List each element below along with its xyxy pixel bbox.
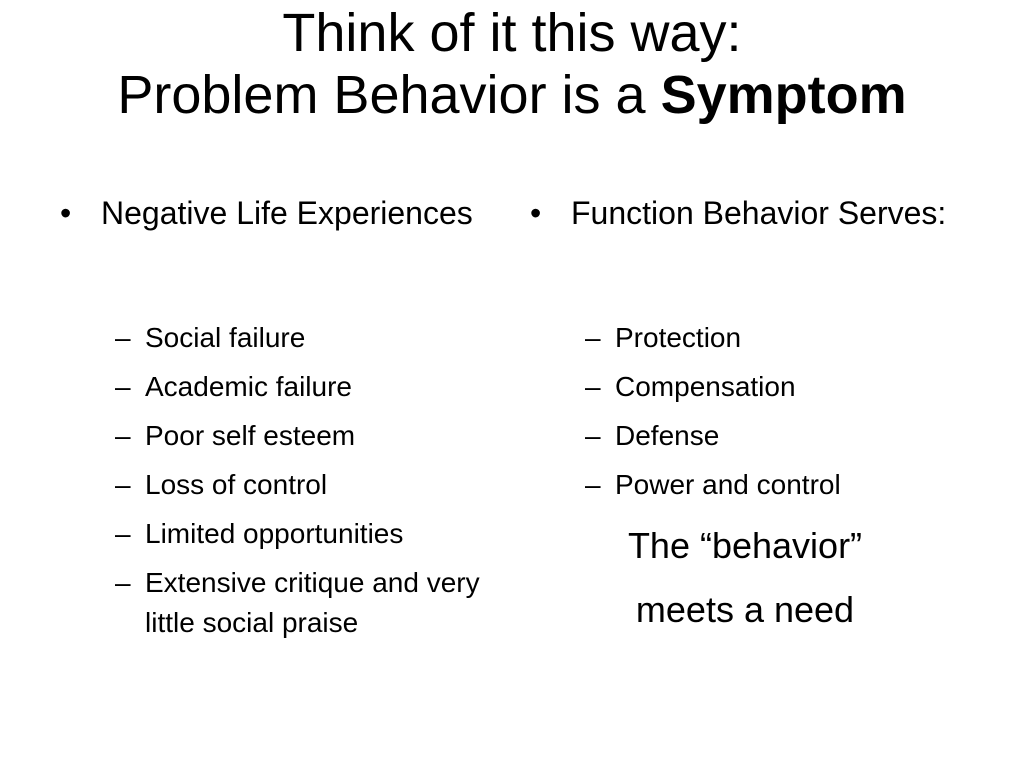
list-item-text: Extensive critique and very little socia… (145, 567, 480, 638)
right-sublist: – Protection – Compensation – Defense – … (530, 318, 950, 505)
list-item: – Protection (585, 318, 950, 358)
list-item-text: Protection (615, 322, 742, 353)
list-item-text: Compensation (615, 371, 796, 402)
callout-line-2: meets a need (635, 589, 855, 630)
dash-marker: – (115, 322, 131, 353)
list-item: – Loss of control (115, 465, 500, 505)
bullet-marker: • (60, 195, 72, 231)
list-item: – Defense (585, 416, 950, 456)
right-column: • Function Behavior Serves: – Protection… (530, 190, 950, 642)
dash-marker: – (115, 567, 131, 598)
list-item: – Academic failure (115, 367, 500, 407)
left-bullet-text: Negative Life Experiences (101, 195, 473, 231)
list-item-text: Social failure (145, 322, 306, 353)
bullet-marker: • (530, 195, 542, 231)
callout-line-1: The “behavior” (627, 525, 863, 566)
dash-marker: – (585, 322, 601, 353)
list-item-text: Defense (615, 420, 720, 451)
list-item: – Social failure (115, 318, 500, 358)
dash-marker: – (115, 371, 131, 402)
right-bullet: • Function Behavior Serves: (530, 190, 950, 236)
list-item-text: Loss of control (145, 469, 328, 500)
list-item: – Extensive critique and very little soc… (115, 563, 500, 643)
list-item-text: Academic failure (145, 371, 352, 402)
title-line-2-prefix: Problem Behavior is a (117, 65, 661, 125)
dash-marker: – (585, 469, 601, 500)
dash-marker: – (115, 420, 131, 451)
list-item: – Poor self esteem (115, 416, 500, 456)
callout-text: The “behavior” meets a need (530, 514, 960, 642)
left-bullet: • Negative Life Experiences (60, 190, 500, 236)
right-bullet-text: Function Behavior Serves: (571, 195, 947, 231)
list-item: – Compensation (585, 367, 950, 407)
dash-marker: – (115, 469, 131, 500)
list-item-text: Power and control (615, 469, 841, 500)
dash-marker: – (115, 518, 131, 549)
title-emphasis: Symptom (660, 65, 907, 125)
dash-marker: – (585, 420, 601, 451)
left-sublist: – Social failure – Academic failure – Po… (60, 318, 500, 643)
dash-marker: – (585, 371, 601, 402)
list-item-text: Poor self esteem (145, 420, 356, 451)
list-item: – Power and control (585, 465, 950, 505)
list-item: – Limited opportunities (115, 514, 500, 554)
list-item-text: Limited opportunities (145, 518, 404, 549)
left-column: • Negative Life Experiences – Social fai… (60, 190, 500, 652)
title-line-2: Problem Behavior is a Symptom (0, 64, 1024, 126)
title-line-1: Think of it this way: (282, 3, 742, 63)
slide-title: Think of it this way: Problem Behavior i… (0, 2, 1024, 126)
